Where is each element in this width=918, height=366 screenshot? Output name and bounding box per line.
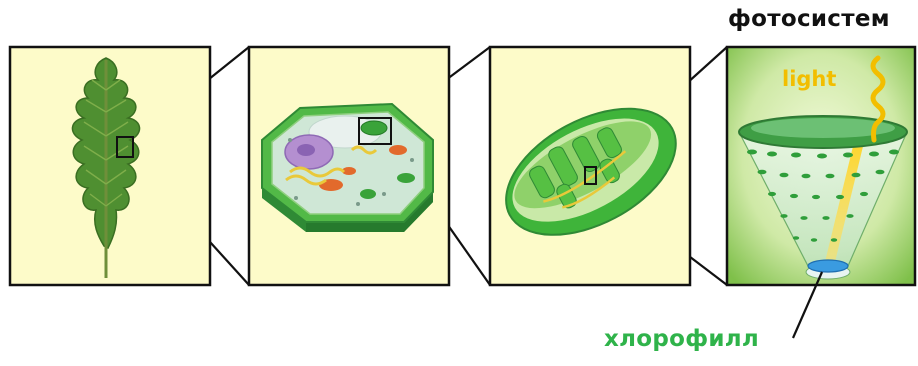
panel-chloroplast: [485, 47, 696, 285]
panel-cell: [249, 47, 449, 285]
panel-photosystem: light: [727, 47, 915, 285]
panel-leaf: [10, 47, 210, 285]
chlorophyll-label: хлорофилл: [604, 326, 759, 352]
photosystem-label: фотосистем: [728, 6, 890, 32]
light-label: light: [782, 67, 836, 91]
reaction-center: [808, 260, 848, 272]
